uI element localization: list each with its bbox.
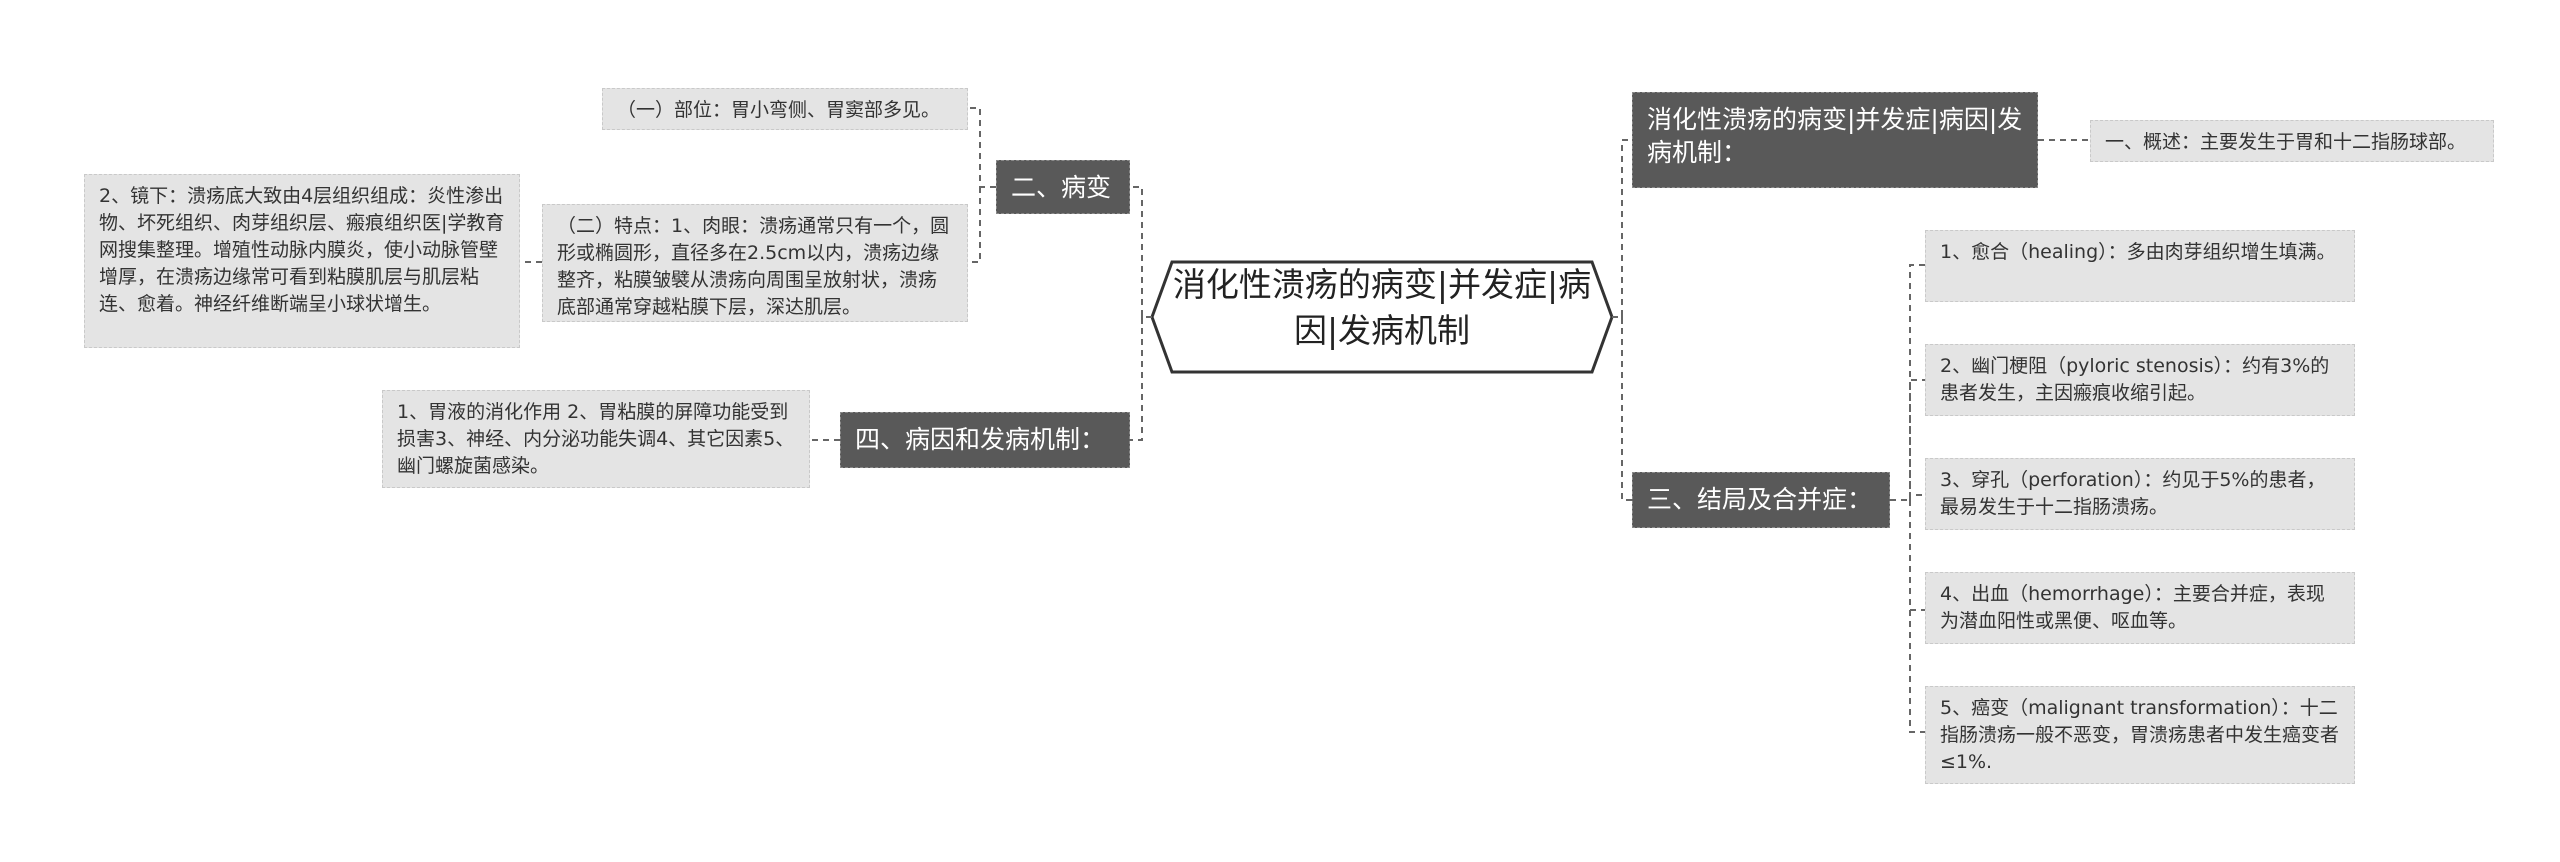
leaf-aibian[interactable]: 5、癌变（malignant transformation）：十二指肠溃疡一般不… <box>1925 686 2355 784</box>
leaf-gaishu-text: 一、概述：主要发生于胃和十二指肠球部。 <box>2105 131 2467 153</box>
leaf-chuankong[interactable]: 3、穿孔（perforation）：约见于5%的患者，最易发生于十二指肠溃疡。 <box>1925 458 2355 530</box>
branch-bingbian[interactable]: 二、病变 <box>996 160 1130 214</box>
branch-bingyin[interactable]: 四、病因和发病机制： <box>840 412 1130 468</box>
branch-bingbian-label: 二、病变 <box>1011 173 1112 202</box>
leaf-yuhe-text: 1、愈合（healing）：多由肉芽组织增生填满。 <box>1940 241 2336 263</box>
leaf-yuhe[interactable]: 1、愈合（healing）：多由肉芽组织增生填满。 <box>1925 230 2355 302</box>
leaf-buwei-text: （一）部位：胃小弯侧、胃窦部多见。 <box>617 99 941 121</box>
leaf-buwei[interactable]: （一）部位：胃小弯侧、胃窦部多见。 <box>602 88 968 130</box>
branch-bingyin-label: 四、病因和发病机制： <box>855 425 1106 454</box>
root-node-title[interactable]: 消化性溃疡的病变|并发症|病因|发病机制 <box>1172 265 1592 350</box>
leaf-yinsu[interactable]: 1、胃液的消化作用 2、胃粘膜的屏障功能受到损害3、神经、内分泌功能失调4、其它… <box>382 390 810 488</box>
leaf-jingxia-text: 2、镜下：溃疡底大致由4层组织组成：炎性渗出物、坏死组织、肉芽组织层、瘢痕组织医… <box>99 185 505 315</box>
branch-gaishu[interactable]: 消化性溃疡的病变|并发症|病因|发病机制： <box>1632 92 2038 188</box>
branch-gaishu-label: 消化性溃疡的病变|并发症|病因|发病机制： <box>1647 105 2023 167</box>
leaf-gaishu[interactable]: 一、概述：主要发生于胃和十二指肠球部。 <box>2090 120 2494 162</box>
leaf-tedian-text: （二）特点：1、肉眼：溃疡通常只有一个，圆形或椭圆形，直径多在2.5cm以内，溃… <box>557 215 950 318</box>
leaf-gengzu[interactable]: 2、幽门梗阻（pyloric stenosis）：约有3%的患者发生，主因瘢痕收… <box>1925 344 2355 416</box>
leaf-chuxue-text: 4、出血（hemorrhage）：主要合并症，表现为潜血阳性或黑便、呕血等。 <box>1940 583 2325 632</box>
leaf-gengzu-text: 2、幽门梗阻（pyloric stenosis）：约有3%的患者发生，主因瘢痕收… <box>1940 355 2330 404</box>
leaf-aibian-text: 5、癌变（malignant transformation）：十二指肠溃疡一般不… <box>1940 697 2340 773</box>
leaf-jingxia[interactable]: 2、镜下：溃疡底大致由4层组织组成：炎性渗出物、坏死组织、肉芽组织层、瘢痕组织医… <box>84 174 520 348</box>
branch-jieju[interactable]: 三、结局及合并症： <box>1632 472 1890 528</box>
leaf-yinsu-text: 1、胃液的消化作用 2、胃粘膜的屏障功能受到损害3、神经、内分泌功能失调4、其它… <box>397 401 795 477</box>
leaf-chuankong-text: 3、穿孔（perforation）：约见于5%的患者，最易发生于十二指肠溃疡。 <box>1940 469 2326 518</box>
leaf-tedian[interactable]: （二）特点：1、肉眼：溃疡通常只有一个，圆形或椭圆形，直径多在2.5cm以内，溃… <box>542 204 968 322</box>
leaf-chuxue[interactable]: 4、出血（hemorrhage）：主要合并症，表现为潜血阳性或黑便、呕血等。 <box>1925 572 2355 644</box>
branch-jieju-label: 三、结局及合并症： <box>1647 485 1873 514</box>
